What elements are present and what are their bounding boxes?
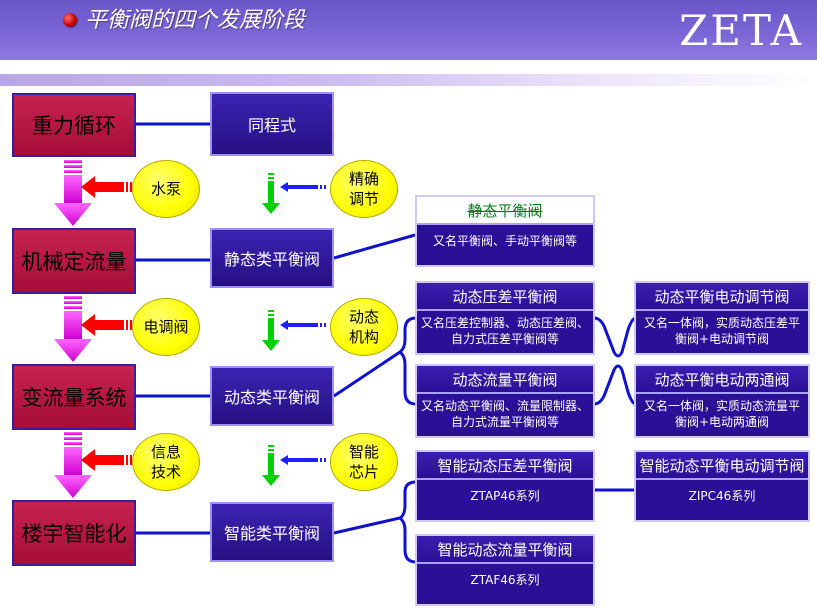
page-title: 平衡阀的四个发展阶段 <box>85 8 306 33</box>
info-title: 智能动态平衡电动调节阀 <box>636 452 808 480</box>
stage-label: 楼宇智能化 <box>21 522 127 546</box>
driver-label: 水泵 <box>150 180 181 198</box>
stage-mechanical-constant-flow: 机械定流量 <box>12 228 136 294</box>
info-description: 又名一体阀，实质动态压差平衡阀+电动调节阀 <box>643 316 800 346</box>
down-arrow-1 <box>54 160 92 226</box>
info-description: ZTAP46系列 <box>470 489 540 503</box>
valve-label: 动态类平衡阀 <box>223 388 320 407</box>
down-arrow-3 <box>54 432 92 498</box>
driver-label-line-1: 智能 <box>348 443 379 461</box>
driver-dynamic-mechanism: 动态机构 <box>330 298 398 356</box>
driver-label-line-2: 机构 <box>348 328 379 346</box>
driver-label-line-1: 精确 <box>348 170 379 188</box>
header-divider <box>0 74 817 86</box>
driver-smart-chip: 智能芯片 <box>330 433 398 491</box>
driver-label-line-2: 技术 <box>150 463 181 481</box>
smart-electric-regulating-valve-box: 智能动态平衡电动调节阀 ZIPC46系列 <box>634 450 810 522</box>
valve-label: 静态类平衡阀 <box>223 250 320 269</box>
driver-label-line-1: 动态 <box>348 308 379 326</box>
driver-label-line-1: 信息 <box>150 443 181 461</box>
driver-water-pump: 水泵 <box>132 160 200 218</box>
info-title: 动态平衡电动两通阀 <box>636 366 808 394</box>
valve-static-balancing: 静态类平衡阀 <box>210 228 334 288</box>
driver-precise-regulation: 精确调节 <box>330 160 398 218</box>
valve-label: 智能类平衡阀 <box>223 524 320 543</box>
stage-label: 重力循环 <box>32 114 116 138</box>
dynamic-electric-regulating-valve-box: 动态平衡电动调节阀 又名一体阀，实质动态压差平衡阀+电动调节阀 <box>634 281 810 355</box>
stage-building-intelligence: 楼宇智能化 <box>12 500 136 566</box>
info-description: 又名平衡阀、手动平衡阀等 <box>432 234 577 248</box>
driver-label: 电调阀 <box>143 318 189 336</box>
info-description: 又名动态平衡阀、流量限制器、自力式流量平衡阀等 <box>421 399 590 429</box>
info-title: 静态平衡阀 <box>417 197 593 225</box>
driver-electric-valve: 电调阀 <box>132 298 200 356</box>
valve-dynamic-balancing: 动态类平衡阀 <box>210 366 334 426</box>
valve-smart-balancing: 智能类平衡阀 <box>210 502 334 562</box>
driver-label-line-2: 调节 <box>348 190 379 208</box>
stage-label: 变流量系统 <box>21 386 127 410</box>
stage-gravity-circulation: 重力循环 <box>12 93 136 157</box>
info-title: 智能动态流量平衡阀 <box>417 536 593 564</box>
info-title: 智能动态压差平衡阀 <box>417 452 593 480</box>
dynamic-differential-pressure-valve-box: 动态压差平衡阀 又名压差控制器、动态压差阀、自力式压差平衡阀等 <box>415 281 595 355</box>
valve-reverse-return: 同程式 <box>210 92 334 156</box>
dynamic-electric-two-way-valve-box: 动态平衡电动两通阀 又名一体阀，实质动态流量平衡阀+电动两通阀 <box>634 364 810 438</box>
stage-variable-flow-system: 变流量系统 <box>12 364 136 430</box>
zeta-logo: ZETA <box>679 6 803 55</box>
down-arrow-2 <box>54 296 92 362</box>
valve-label: 同程式 <box>247 116 296 135</box>
smart-differential-pressure-valve-box: 智能动态压差平衡阀 ZTAP46系列 <box>415 450 595 522</box>
info-title: 动态流量平衡阀 <box>417 366 593 394</box>
info-description: ZIPC46系列 <box>688 489 756 503</box>
red-bullet-icon <box>63 13 77 27</box>
smart-flow-valve-box: 智能动态流量平衡阀 ZTAF46系列 <box>415 534 595 606</box>
info-description: 又名一体阀，实质动态流量平衡阀+电动两通阀 <box>643 399 800 429</box>
info-description: ZTAF46系列 <box>470 573 540 587</box>
info-title: 动态压差平衡阀 <box>417 283 593 311</box>
info-title: 动态平衡电动调节阀 <box>636 283 808 311</box>
static-balancing-valve-box: 静态平衡阀 又名平衡阀、手动平衡阀等 <box>415 195 595 267</box>
title-bar: 平衡阀的四个发展阶段 ZETA <box>0 0 817 60</box>
dynamic-flow-valve-box: 动态流量平衡阀 又名动态平衡阀、流量限制器、自力式流量平衡阀等 <box>415 364 595 438</box>
driver-label-line-2: 芯片 <box>348 463 379 481</box>
stage-label: 机械定流量 <box>21 250 127 274</box>
driver-information-technology: 信息技术 <box>132 433 200 491</box>
info-description: 又名压差控制器、动态压差阀、自力式压差平衡阀等 <box>421 316 590 346</box>
